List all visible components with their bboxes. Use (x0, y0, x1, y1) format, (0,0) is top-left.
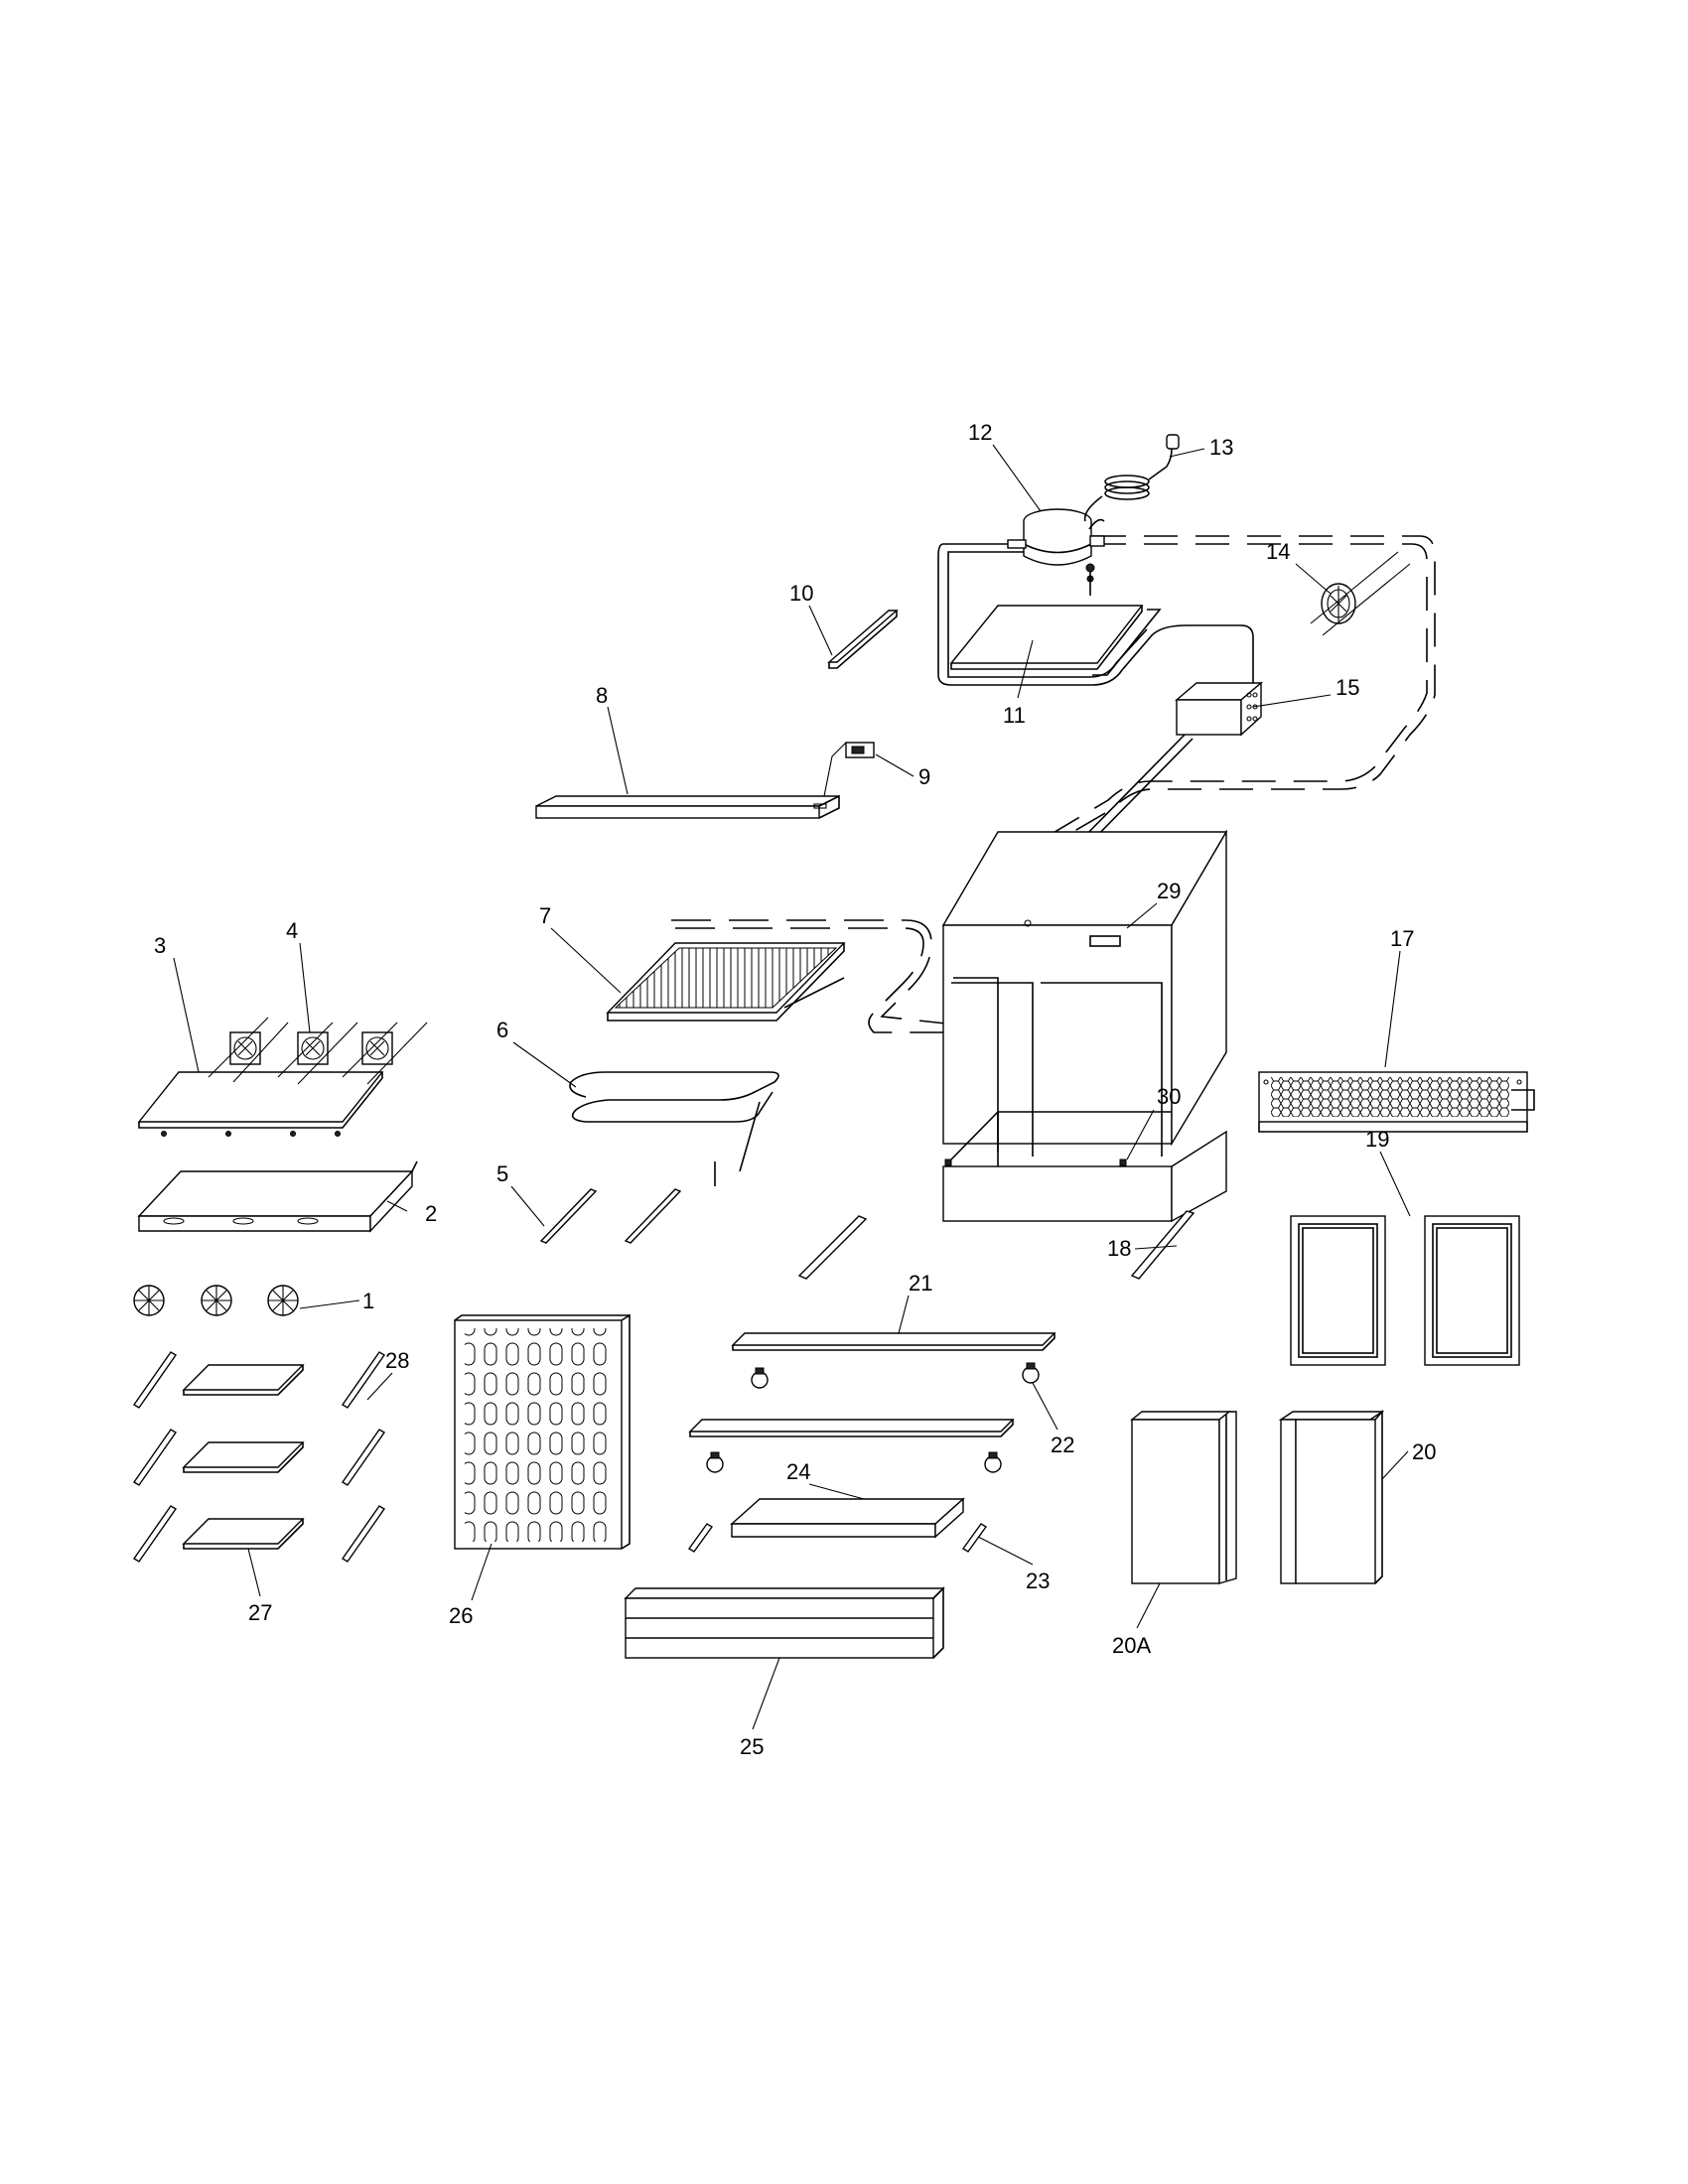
label-1: 1 (362, 1289, 374, 1313)
label-7: 7 (539, 903, 551, 928)
label-29: 29 (1157, 879, 1181, 903)
label-12: 12 (968, 420, 992, 445)
condenser (1175, 681, 1263, 737)
slide-rails (688, 1332, 1056, 1437)
doors (1130, 1409, 1385, 1584)
fan-guards (133, 1285, 299, 1316)
leader-lines (173, 444, 1411, 1730)
label-17: 17 (1390, 926, 1414, 951)
small-brackets (687, 1523, 988, 1553)
label-14: 14 (1266, 539, 1290, 564)
front-rail (535, 794, 840, 819)
condenser-fan (1310, 551, 1411, 636)
label-26: 26 (449, 1603, 473, 1628)
label-13: 13 (1209, 435, 1233, 460)
honeycomb-grille (1258, 1071, 1535, 1133)
compressor (1007, 508, 1105, 596)
label-2: 2 (425, 1201, 437, 1226)
trim-bar-small (827, 610, 899, 669)
label-11: 11 (1003, 703, 1026, 728)
power-cord-coil (1083, 434, 1180, 522)
evaporator-fans (208, 1017, 428, 1085)
label-10: 10 (789, 581, 813, 606)
drain-heater-loop (569, 1071, 779, 1186)
label-20: 20 (1412, 1439, 1436, 1464)
cabinet (941, 829, 1228, 1223)
label-4: 4 (286, 918, 298, 943)
wire-shelves (132, 1351, 386, 1563)
fan-cover-plate (137, 1071, 384, 1137)
label-23: 23 (1026, 1569, 1050, 1593)
compressor-base-plate (949, 605, 1162, 676)
label-15: 15 (1336, 675, 1359, 700)
label-8: 8 (596, 683, 608, 708)
label-24: 24 (786, 1459, 810, 1484)
door-gaskets (1290, 1215, 1520, 1366)
label-27: 27 (248, 1600, 272, 1625)
part-labels: 1 2 3 4 5 6 7 8 9 10 11 12 13 14 15 17 1… (154, 420, 1436, 1759)
label-6: 6 (496, 1018, 508, 1042)
label-28: 28 (385, 1348, 409, 1373)
label-9: 9 (918, 764, 930, 789)
drain-pan (730, 1497, 965, 1539)
label-20A: 20A (1112, 1633, 1151, 1658)
perforated-panel (454, 1313, 631, 1550)
label-30: 30 (1157, 1084, 1181, 1109)
label-18: 18 (1107, 1236, 1131, 1261)
front-grille (624, 1586, 945, 1659)
label-22: 22 (1051, 1433, 1074, 1457)
casters (706, 1362, 1040, 1473)
label-5: 5 (496, 1161, 508, 1186)
evaporator-coil (606, 942, 846, 1022)
label-25: 25 (740, 1734, 764, 1759)
evaporator-tray (137, 1160, 418, 1233)
label-19: 19 (1365, 1127, 1389, 1152)
label-21: 21 (909, 1271, 932, 1296)
brackets (539, 1188, 1196, 1280)
temperature-control (823, 742, 875, 797)
label-3: 3 (154, 933, 166, 958)
